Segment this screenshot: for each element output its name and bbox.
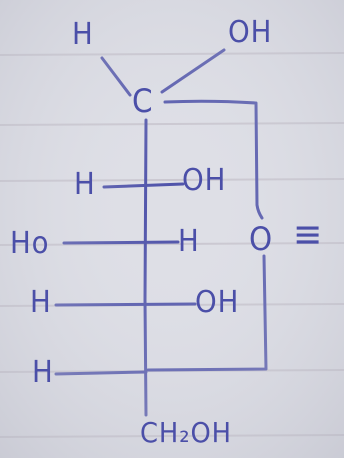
ring-oxygen: O [249, 220, 274, 258]
row4-left-hydrogen: H [32, 355, 54, 390]
equals-sign: ≡ [293, 212, 324, 256]
bottom-ch2oh: CH₂OH [140, 416, 232, 449]
row2-right-hydrogen: H [178, 224, 200, 259]
top-left-hydrogen: H [72, 17, 94, 52]
anomeric-carbon: C [132, 82, 154, 120]
row3-left-hydrogen: H [30, 285, 52, 320]
row3-right-hydroxyl: OH [195, 285, 240, 320]
top-right-hydroxyl: OH [228, 15, 273, 50]
row1-left-hydrogen: H [74, 167, 96, 202]
row1-right-hydroxyl: OH [182, 163, 227, 198]
row2-left-hydroxyl: Ho [10, 226, 50, 261]
